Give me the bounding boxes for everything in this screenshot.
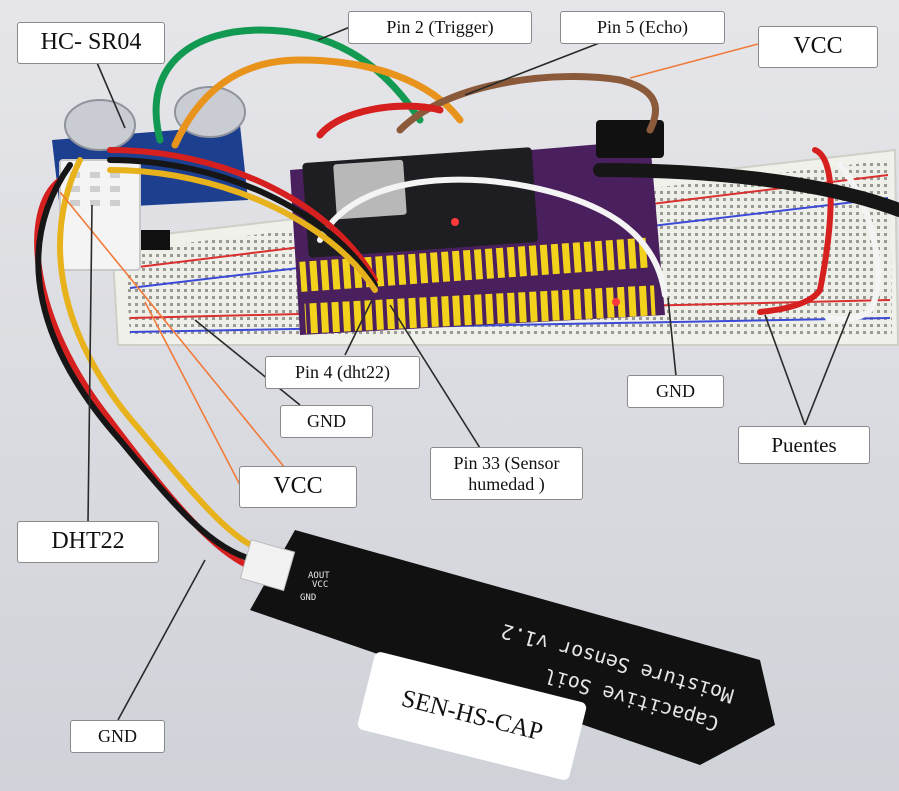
wire-ribbon bbox=[107, 147, 378, 283]
label-gnd-bottom: GND bbox=[70, 720, 165, 753]
sensor-pin-vcc: VCC bbox=[312, 580, 328, 590]
label-gnd-top: GND bbox=[280, 405, 373, 438]
wire-yellow-dht bbox=[57, 157, 265, 553]
pointer-pin5 bbox=[464, 34, 621, 96]
wires bbox=[34, 26, 899, 573]
label-hc-sr04: HC- SR04 bbox=[17, 22, 165, 64]
pointer-vcc-top bbox=[629, 43, 759, 79]
label-pin5-echo: Pin 5 (Echo) bbox=[560, 11, 725, 44]
pointer-puentes-a bbox=[764, 314, 806, 426]
label-pin33-line2: humedad ) bbox=[468, 473, 545, 494]
pointer-dht22 bbox=[87, 204, 93, 523]
wire-brown bbox=[396, 73, 659, 134]
sensor-pin-aout: AOUT bbox=[308, 571, 330, 581]
pointer-pin33 bbox=[389, 304, 481, 449]
label-pin2-trigger: Pin 2 (Trigger) bbox=[348, 11, 532, 44]
label-pin4-dht22: Pin 4 (dht22) bbox=[265, 356, 420, 389]
wire-black-dht bbox=[35, 162, 258, 563]
label-vcc-mid: VCC bbox=[239, 466, 357, 508]
wire-black-cable bbox=[593, 163, 899, 217]
label-puentes: Puentes bbox=[738, 426, 870, 465]
label-gnd-mid: GND bbox=[627, 375, 724, 408]
pointer-gnd-bottom bbox=[117, 559, 206, 721]
pointer-gnd-mid bbox=[667, 297, 677, 377]
label-pin33-line1: Pin 33 (Sensor bbox=[453, 453, 560, 473]
wire-red-bb bbox=[757, 147, 834, 315]
label-vcc-top: VCC bbox=[758, 26, 878, 68]
dht22-module bbox=[59, 159, 141, 271]
pointer-puentes-b bbox=[804, 311, 851, 426]
label-dht22: DHT22 bbox=[17, 521, 159, 563]
pointer-pin4 bbox=[344, 299, 373, 356]
label-pin33-sensor-humedad: Pin 33 (Sensor humedad ) bbox=[430, 447, 583, 501]
pointer-vcc-mid-b bbox=[144, 301, 241, 486]
pointer-vcc-mid-a bbox=[59, 191, 286, 469]
pointer-hcsr04 bbox=[94, 57, 126, 129]
sensor-pin-gnd: GND bbox=[300, 593, 316, 603]
pointer-gnd-top bbox=[194, 319, 301, 406]
wire-red-top bbox=[316, 102, 444, 139]
wire-orange bbox=[171, 56, 464, 149]
wire-white-esp bbox=[317, 176, 668, 298]
pointer-lines bbox=[59, 26, 851, 721]
pointer-pin2 bbox=[317, 26, 351, 41]
